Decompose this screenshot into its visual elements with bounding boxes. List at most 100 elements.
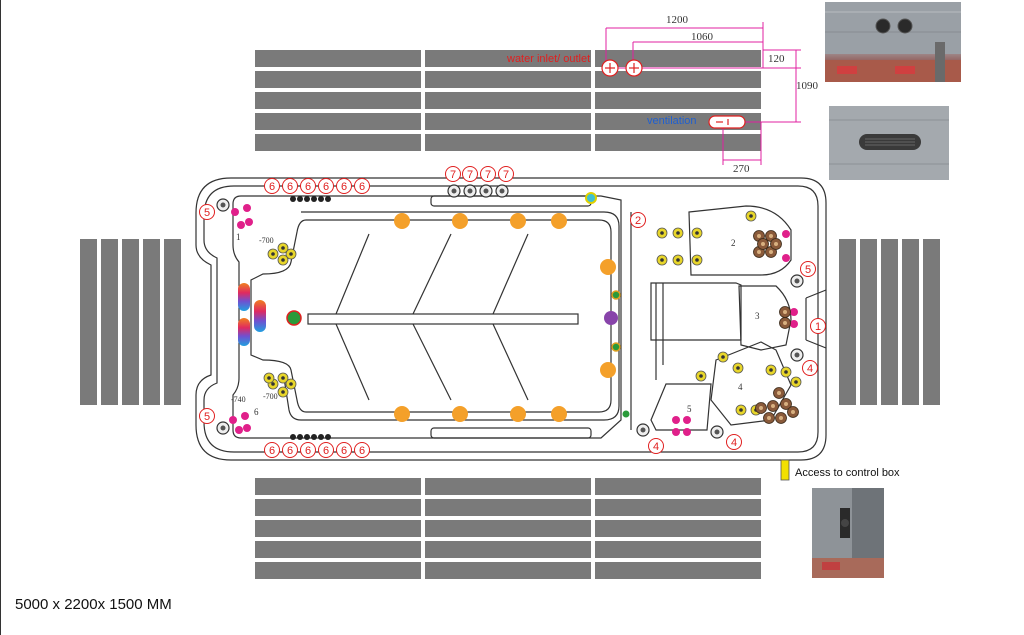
depth-label-bottom-740: -740 xyxy=(231,395,246,404)
callout-circle xyxy=(264,178,280,194)
dimension-1060: 1060 xyxy=(691,31,713,43)
seat-number-1: 1 xyxy=(236,232,241,242)
dimension-120: 120 xyxy=(768,53,785,65)
callout-circle xyxy=(336,442,352,458)
jet-center xyxy=(771,404,775,408)
callout-number: 5 xyxy=(805,264,811,276)
deck-board xyxy=(255,520,421,537)
seat-number-4: 4 xyxy=(738,382,743,392)
jet-center xyxy=(769,368,773,372)
deck-board xyxy=(881,239,898,405)
callout-circle xyxy=(354,442,370,458)
callout-number: 7 xyxy=(485,169,491,181)
callout-circle xyxy=(445,166,461,182)
jet-center xyxy=(774,242,778,246)
deck-board xyxy=(425,134,591,151)
jet-center xyxy=(791,410,795,414)
black-jet xyxy=(290,196,296,202)
orange-jet xyxy=(394,213,410,229)
deck-board xyxy=(595,541,761,558)
callout-number: 6 xyxy=(341,445,347,457)
deck-board xyxy=(80,239,97,405)
callout-number: 6 xyxy=(269,181,275,193)
callout-number: 6 xyxy=(359,445,365,457)
deck-board xyxy=(255,50,421,67)
jet-center xyxy=(220,425,226,431)
pink-jet xyxy=(231,208,239,216)
callout-number: 4 xyxy=(653,441,659,453)
pink-jets xyxy=(229,204,798,436)
pink-jet xyxy=(782,254,790,262)
deck-board xyxy=(255,541,421,558)
jet-center xyxy=(767,416,771,420)
deck-board xyxy=(425,92,591,109)
bottom-deck-panels xyxy=(255,478,761,579)
seat-number-6: 6 xyxy=(254,407,259,417)
depth-label-left-700: -700 xyxy=(263,392,278,401)
deck-board xyxy=(255,134,421,151)
top-deck-panels xyxy=(255,50,761,151)
black-jet xyxy=(318,196,324,202)
callout-number: 6 xyxy=(323,181,329,193)
callout-number: 6 xyxy=(287,181,293,193)
special-fittings xyxy=(286,192,630,418)
deck-board xyxy=(425,541,591,558)
overall-dimensions: 5000 x 2200x 1500 MM xyxy=(15,596,172,613)
deck-board xyxy=(595,92,761,109)
pink-jet xyxy=(245,218,253,226)
jet-center xyxy=(794,278,800,284)
callout-number: 6 xyxy=(341,181,347,193)
jet-center xyxy=(779,416,783,420)
jet-center xyxy=(777,391,781,395)
jet-center xyxy=(660,258,664,262)
deck-board xyxy=(255,562,421,579)
deck-board xyxy=(255,499,421,516)
deck-board xyxy=(595,520,761,537)
pink-jet xyxy=(790,320,798,328)
jet-center xyxy=(784,370,788,374)
callout-number: 7 xyxy=(450,169,456,181)
callout-number: 4 xyxy=(807,363,813,375)
yellow-jets xyxy=(263,210,802,416)
callout-number: 6 xyxy=(359,181,365,193)
pink-jet xyxy=(243,424,251,432)
jet-center xyxy=(289,382,293,386)
ventilation-slot xyxy=(708,115,746,129)
deck-board xyxy=(902,239,919,405)
deck-board xyxy=(425,499,591,516)
orange-jet xyxy=(510,406,526,422)
callout-number: 4 xyxy=(731,437,737,449)
black-jet xyxy=(304,196,310,202)
callout-circle xyxy=(726,434,742,450)
jet-center xyxy=(769,250,773,254)
depth-label-top-700: -700 xyxy=(259,236,274,245)
black-jet xyxy=(304,434,310,440)
callout-circle xyxy=(199,204,215,220)
jet-center xyxy=(695,258,699,262)
pink-jet xyxy=(241,412,249,420)
dimension-1200: 1200 xyxy=(666,14,688,26)
pink-jet xyxy=(683,416,691,424)
callout-number: 7 xyxy=(503,169,509,181)
deck-board xyxy=(923,239,940,405)
deck-board xyxy=(860,239,877,405)
access-control-label: Access to control box xyxy=(795,467,900,479)
pink-jet xyxy=(782,230,790,238)
callout-circle xyxy=(462,166,478,182)
deck-board xyxy=(255,478,421,495)
jet-center xyxy=(736,366,740,370)
brown-jets xyxy=(753,230,799,424)
right-deck-panels xyxy=(839,239,940,405)
photo-ventilation xyxy=(829,106,949,180)
black-jet xyxy=(297,434,303,440)
jet-center xyxy=(220,202,226,208)
dimension-270: 270 xyxy=(733,163,750,175)
jet-center xyxy=(281,258,285,262)
deck-board xyxy=(425,562,591,579)
callout-circle xyxy=(318,178,334,194)
deck-board xyxy=(101,239,118,405)
deck-board xyxy=(425,71,591,88)
